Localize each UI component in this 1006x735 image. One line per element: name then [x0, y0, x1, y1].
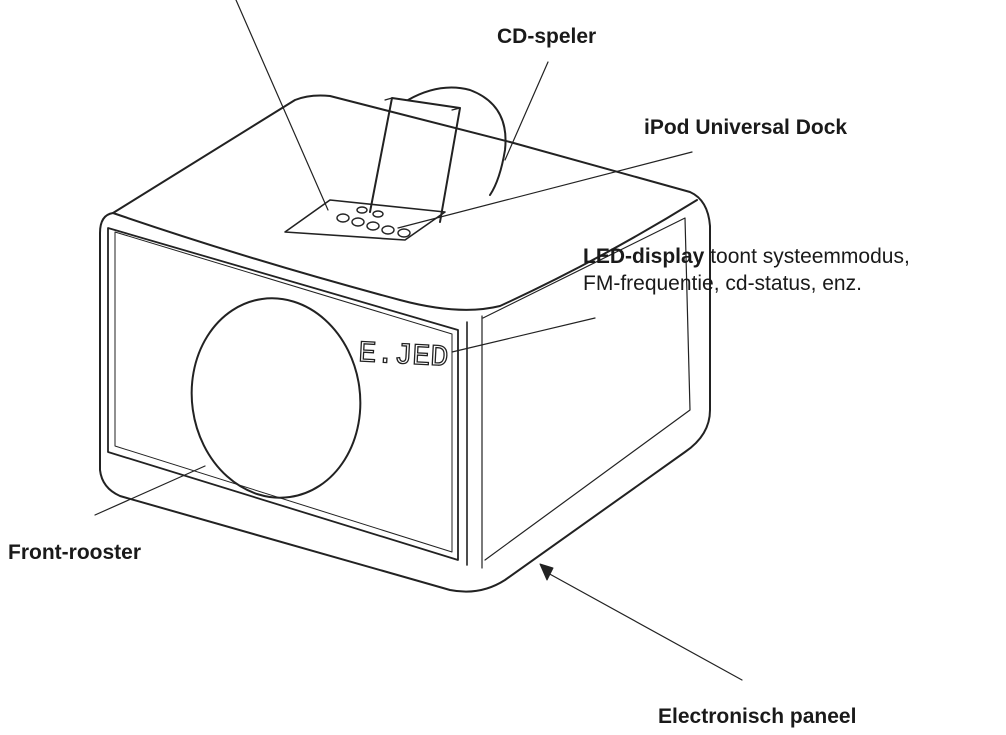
label-ipod-dock: iPod Universal Dock	[644, 116, 848, 139]
control-panel	[284, 199, 446, 241]
arrowhead-electronic-panel	[539, 563, 554, 581]
label-electronic-panel: Electronisch paneel	[658, 705, 857, 728]
led-display-desc-1: toont systeemmodus,	[704, 245, 910, 268]
label-led-display-line2: FM-frequentie, cd-status, enz.	[583, 272, 862, 295]
dock-device-edge	[384, 97, 461, 111]
leader-line-ipod-dock	[397, 151, 693, 229]
front-panel-inner-frame	[114, 231, 453, 553]
cd-disc	[407, 86, 507, 196]
device-body-outline	[99, 94, 711, 593]
label-led-display: LED-display toont systeemmodus,	[583, 244, 910, 270]
leader-line-electronic-panel	[545, 571, 743, 681]
leader-line-led-display	[451, 317, 596, 353]
led-display-text: E.JED	[357, 337, 449, 376]
dock-device	[369, 97, 461, 223]
top-front-edge	[112, 199, 698, 311]
speaker-circle	[190, 297, 362, 499]
label-front-grille: Front-rooster	[8, 541, 141, 564]
leader-line-front-grille	[94, 465, 206, 516]
label-cd-player: CD-speler	[497, 25, 597, 48]
control-buttons	[336, 206, 411, 238]
front-panel-frame	[107, 227, 459, 561]
right-side-panel	[482, 217, 691, 561]
led-display-title: LED-display	[583, 245, 705, 268]
leader-line-cd-player	[504, 61, 549, 161]
leader-line-top-left	[235, 0, 329, 211]
